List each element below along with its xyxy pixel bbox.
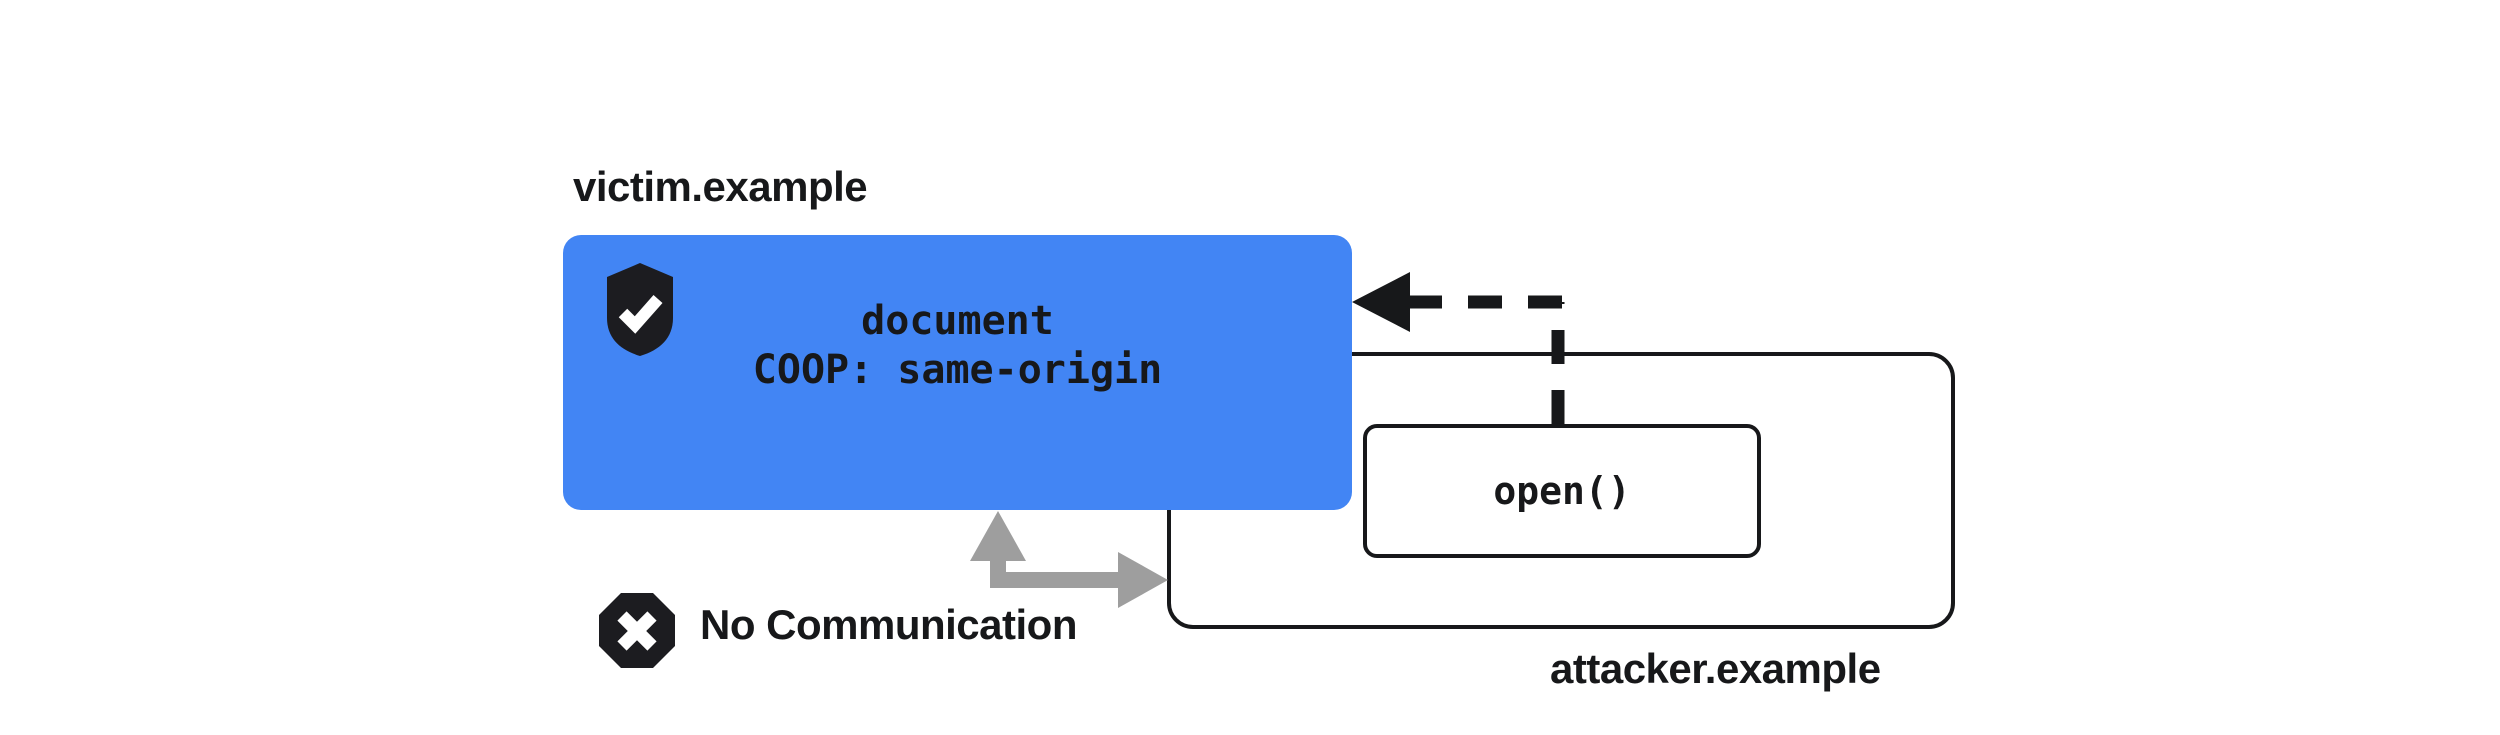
- victim-document-line: document: [861, 298, 1054, 344]
- victim-coop-policy-line: COOP: same-origin: [752, 346, 1163, 393]
- open-call-label: open(): [1493, 469, 1631, 513]
- attacker-origin-label: attacker.example: [1550, 645, 1881, 692]
- open-call-box: open(): [1363, 424, 1761, 558]
- victim-document-box: document COOP: same-origin: [563, 235, 1352, 510]
- no-communication-label: No Communication: [700, 601, 1078, 648]
- victim-document-text: document COOP: same-origin: [563, 235, 1352, 510]
- victim-origin-label: victim.example: [573, 163, 868, 210]
